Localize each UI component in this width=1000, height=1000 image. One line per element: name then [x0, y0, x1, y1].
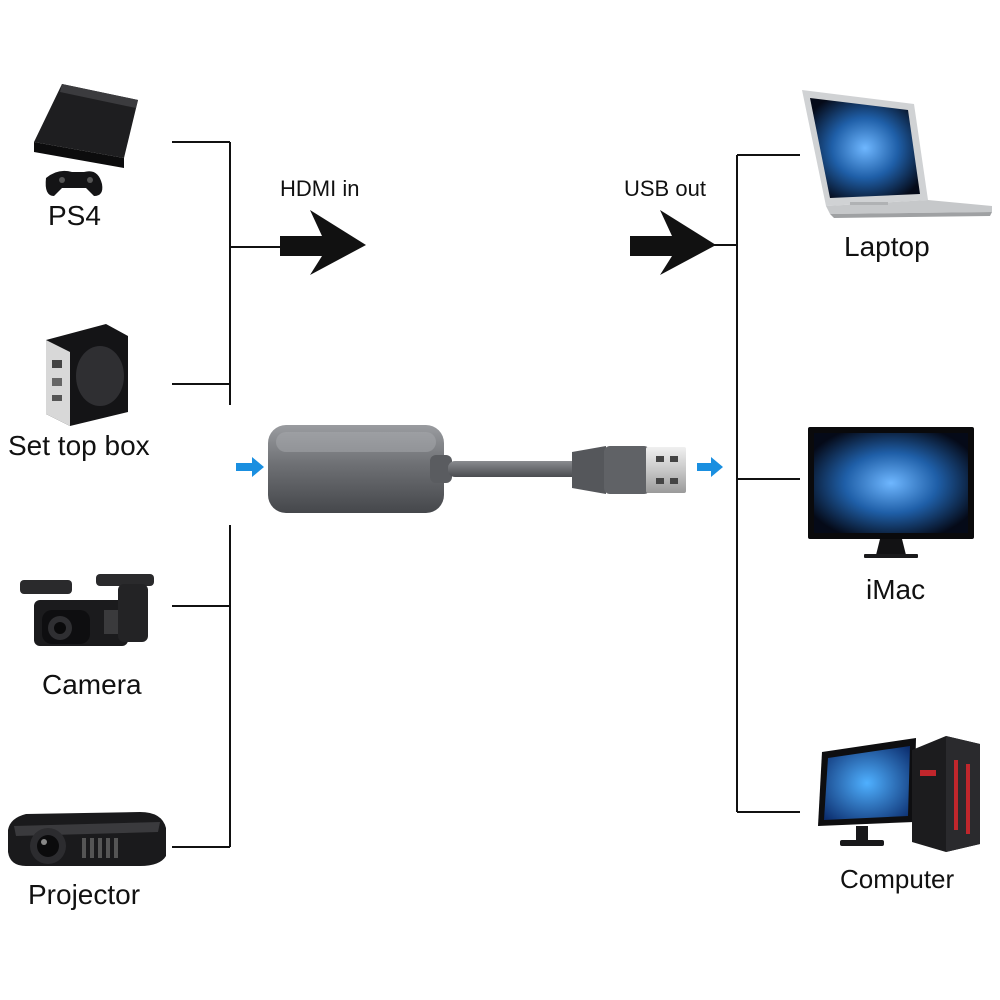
set-top-box-icon: [46, 324, 128, 426]
hdmi-in-label: HDMI in: [280, 176, 360, 201]
output-label-laptop: Laptop: [844, 231, 930, 262]
signal-in-arrow-icon: [236, 457, 264, 477]
projector-icon: [8, 812, 166, 866]
output-bracket-lines: [700, 154, 800, 813]
output-label-computer: Computer: [840, 864, 955, 894]
input-label-ps4: PS4: [48, 200, 101, 231]
usb-out-arrow: [630, 210, 716, 275]
input-label-camera: Camera: [42, 669, 142, 700]
signal-out-arrow-icon: [697, 457, 723, 477]
input-bracket-lines: [172, 141, 282, 848]
hdmi-in-arrow: [280, 210, 366, 275]
video-camera-icon: [20, 574, 154, 646]
ps4-console-icon: [34, 84, 138, 196]
usb-out-label: USB out: [624, 176, 706, 201]
imac-icon: [808, 427, 974, 558]
input-label-projector: Projector: [28, 879, 141, 910]
output-label-imac: iMac: [866, 574, 926, 605]
laptop-icon: [802, 90, 992, 218]
input-label-set-top-box: Set top box: [8, 430, 150, 461]
hdmi-usb-capture-adapter-icon: [268, 425, 686, 513]
desktop-computer-icon: [818, 736, 980, 852]
